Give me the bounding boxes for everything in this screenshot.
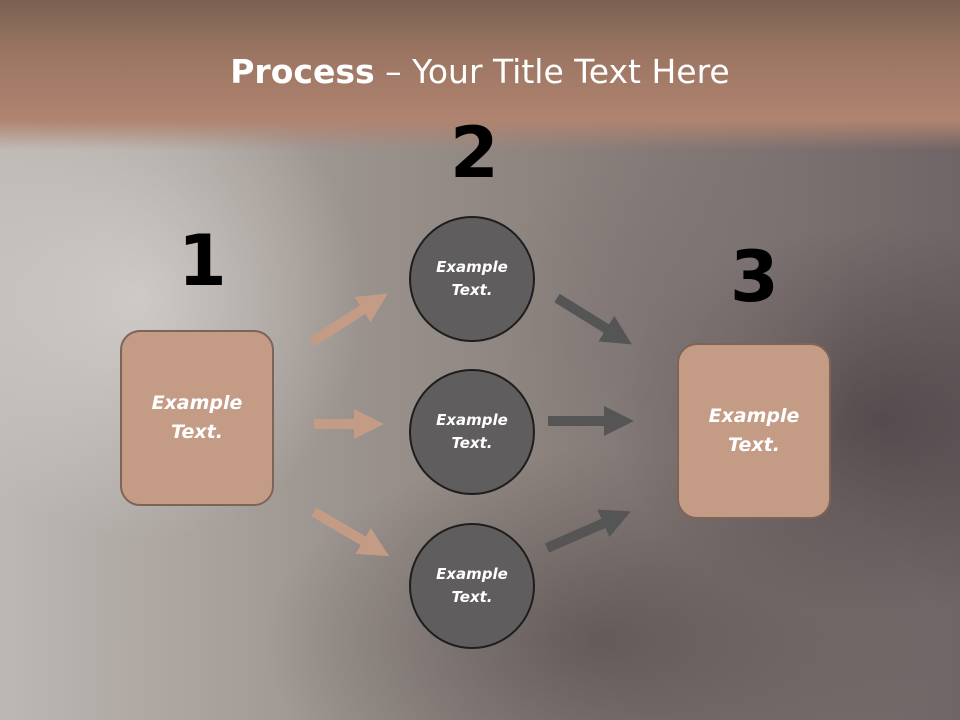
arrow-step1-to-top [309,293,388,347]
title-rest: – Your Title Text Here [374,52,730,91]
title-bold: Process [230,52,375,91]
arrow-step1-to-bottom [311,507,390,557]
step-1-box: Example Text. [120,330,274,506]
step-number-2: 2 [450,112,499,194]
step-3-label: Example Text. [708,405,800,456]
arrow-bottom-to-step3 [544,509,631,553]
title-band [0,0,960,150]
step-number-3: 3 [730,236,779,318]
slide-title: Process – Your Title Text Here [0,52,960,91]
step-2-circle-middle: Example Text. [409,369,535,495]
step-2-circle-bottom: Example Text. [409,523,535,649]
circle-top-label: Example Text. [436,258,508,299]
circle-bottom-label: Example Text. [436,565,508,606]
circle-middle-label: Example Text. [436,411,508,452]
step-number-1: 1 [178,220,227,302]
step-1-label: Example Text. [151,392,243,443]
step-3-box: Example Text. [677,343,831,519]
step-2-circle-top: Example Text. [409,216,535,342]
arrow-top-to-step3 [554,293,632,345]
